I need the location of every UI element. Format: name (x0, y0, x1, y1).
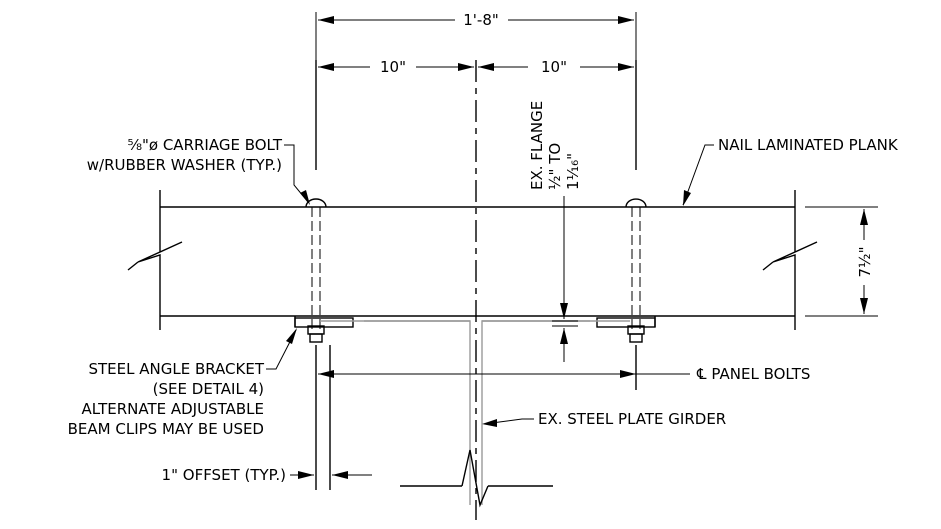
plank-depth-label: 7½" (856, 247, 874, 278)
plank-callout: NAIL LAMINATED PLANK (682, 136, 899, 206)
girder-label: EX. STEEL PLATE GIRDER (538, 410, 726, 428)
panel-bolts-dimension: ℄ PANEL BOLTS (318, 365, 810, 383)
offset-dimension: 1" OFFSET (TYP.) (162, 466, 372, 484)
overall-dimension-label: 1'-8" (463, 11, 499, 29)
panel-bolts-label: ℄ PANEL BOLTS (696, 365, 810, 383)
bracket-label-line4: BEAM CLIPS MAY BE USED (68, 420, 264, 438)
overall-dimension: 1'-8" (315, 11, 637, 60)
right-angle-bracket (596, 316, 656, 328)
plank-label: NAIL LAMINATED PLANK (718, 136, 899, 154)
flange-label-line2: ½" TO (546, 143, 564, 190)
carriage-bolt-label-line2: w/RUBBER WASHER (TYP.) (87, 156, 282, 174)
right-half-dimension-label: 10" (541, 58, 567, 76)
bracket-label-line2: (SEE DETAIL 4) (153, 380, 264, 398)
left-half-dimension-label: 10" (380, 58, 406, 76)
right-carriage-bolt (625, 198, 647, 343)
nail-laminated-plank (127, 190, 818, 330)
flange-dimension: EX. FLANGE ½" TO 1¹⁄₁₆" (528, 101, 582, 362)
bracket-label-line3: ALTERNATE ADJUSTABLE (82, 400, 264, 418)
plank-depth-dimension: 7½" (805, 206, 878, 317)
girder-callout: EX. STEEL PLATE GIRDER (482, 410, 726, 428)
bracket-callout: STEEL ANGLE BRACKET (SEE DETAIL 4) ALTER… (68, 328, 297, 438)
carriage-bolt-label-line1: ⅝"ø CARRIAGE BOLT (127, 136, 282, 154)
left-angle-bracket (294, 316, 354, 328)
flange-label-line3: 1¹⁄₁₆" (564, 153, 582, 190)
offset-label: 1" OFFSET (TYP.) (162, 466, 286, 484)
bracket-label-line1: STEEL ANGLE BRACKET (88, 360, 264, 378)
carriage-bolt-callout: ⅝"ø CARRIAGE BOLT w/RUBBER WASHER (TYP.) (87, 136, 310, 205)
half-dimensions: 10" 10" (318, 58, 634, 76)
left-carriage-bolt (305, 198, 327, 343)
flange-label-line1: EX. FLANGE (528, 101, 546, 190)
